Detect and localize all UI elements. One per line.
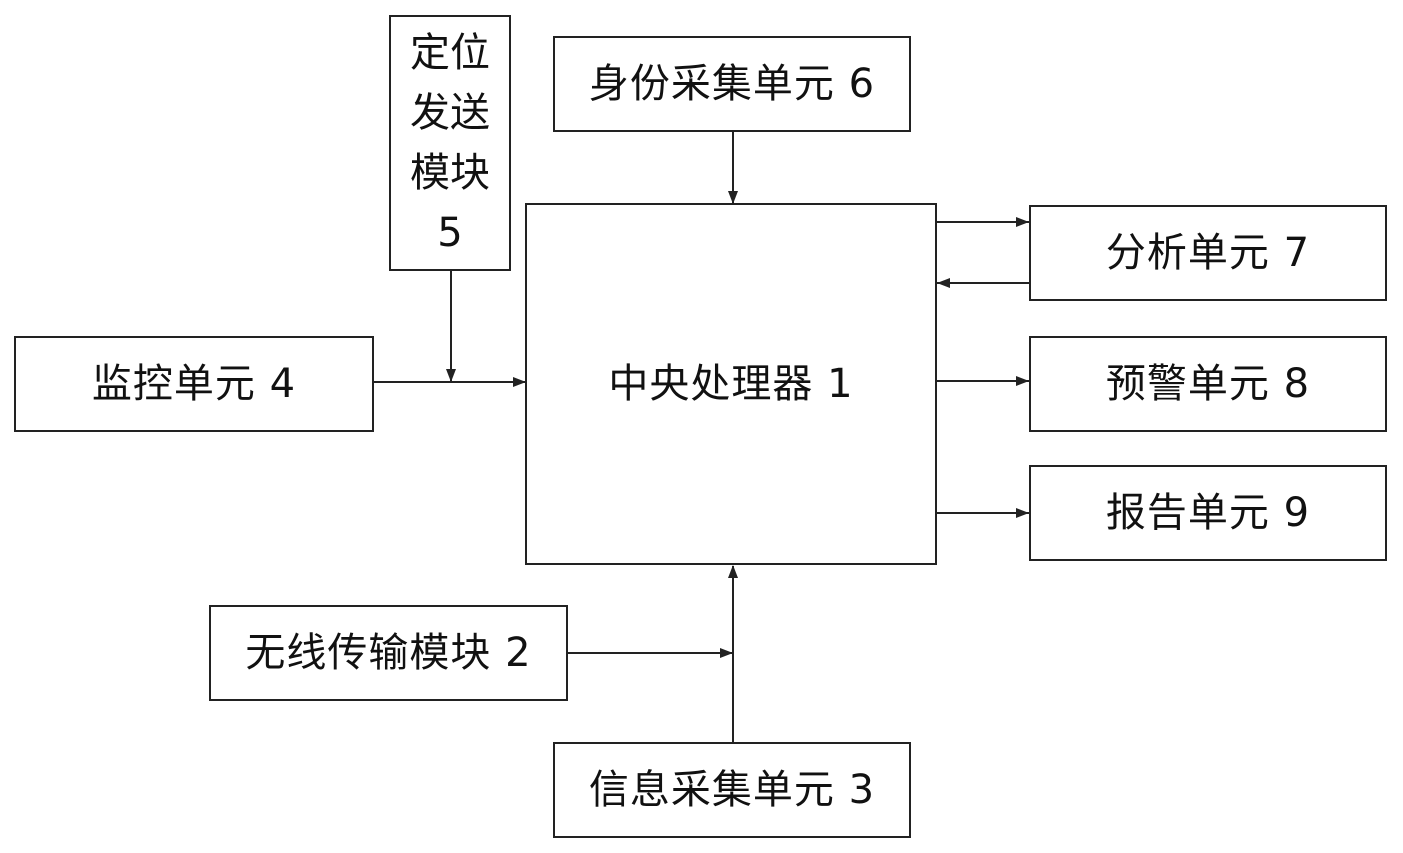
- edge-info-to-cpu: [728, 565, 738, 743]
- central-processor-label: 中央处理器 1: [608, 361, 854, 407]
- identity-collection-box: 身份采集单元 6: [553, 36, 911, 132]
- edge-cpu-to-report: [937, 508, 1029, 518]
- edge-cpu-to-analysis: [937, 217, 1029, 227]
- positioning-module-box: 定位发送模块5: [389, 15, 511, 271]
- edge-monitoring-to-cpu: [373, 377, 526, 387]
- warning-box: 预警单元 8: [1029, 336, 1387, 432]
- wireless-module-box: 无线传输模块 2: [209, 605, 568, 701]
- edge-analysis-to-cpu: [937, 278, 1029, 288]
- edge-wireless-to-cpu: [567, 648, 733, 658]
- edge-positioning-to-cpu: [446, 270, 456, 382]
- info-collection-label: 信息采集单元 3: [588, 767, 876, 813]
- wireless-module-label: 无线传输模块 2: [245, 630, 532, 676]
- analysis-label: 分析单元 7: [1105, 230, 1311, 276]
- report-box: 报告单元 9: [1029, 465, 1387, 561]
- analysis-box: 分析单元 7: [1029, 205, 1387, 301]
- monitoring-box: 监控单元 4: [14, 336, 374, 432]
- identity-collection-label: 身份采集单元 6: [588, 61, 876, 107]
- edge-identity-to-cpu: [728, 131, 738, 204]
- report-label: 报告单元 9: [1105, 490, 1311, 536]
- warning-label: 预警单元 8: [1105, 361, 1311, 407]
- edge-cpu-to-warning: [937, 376, 1029, 386]
- positioning-module-label: 定位发送模块5: [410, 30, 490, 256]
- info-collection-box: 信息采集单元 3: [553, 742, 911, 838]
- central-processor-box: 中央处理器 1: [525, 203, 937, 565]
- monitoring-label: 监控单元 4: [91, 361, 297, 407]
